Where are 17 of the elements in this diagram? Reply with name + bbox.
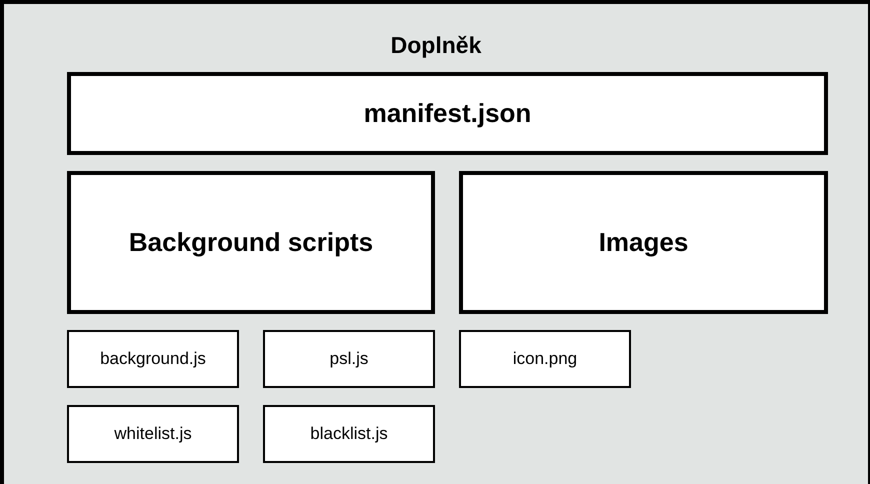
section-title: manifest.json (364, 98, 532, 129)
file-box (263, 405, 435, 463)
file-box (67, 330, 239, 388)
file-box (459, 330, 631, 388)
container-title: Doplněk (390, 32, 482, 59)
file-box (263, 330, 435, 388)
section-box (67, 171, 435, 314)
file-name: background.js (100, 349, 206, 369)
section-box (459, 171, 828, 314)
section-title: Images (598, 227, 688, 258)
file-name: psl.js (330, 349, 368, 369)
file-name: whitelist.js (114, 424, 192, 444)
file-name: icon.png (512, 349, 578, 369)
file-box (67, 405, 239, 463)
section-box (67, 72, 828, 155)
file-name: blacklist.js (310, 424, 388, 444)
section-title: Background scripts (128, 227, 374, 258)
